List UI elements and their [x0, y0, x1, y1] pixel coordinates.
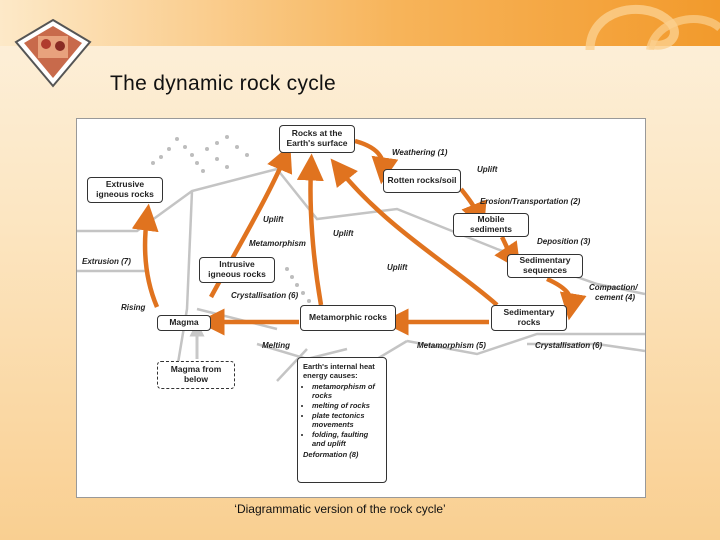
- rock-cycle-diagram: Rocks at the Earth's surface Rotten rock…: [76, 118, 646, 498]
- slide-title: The dynamic rock cycle: [110, 72, 337, 95]
- box-rocks-at-surface: Rocks at the Earth's surface: [279, 125, 355, 153]
- label-compaction: Compaction/: [589, 283, 638, 292]
- label-crystallisation-right: Crystallisation (6): [535, 341, 603, 350]
- label-erosion-transportation: Erosion/Transportation (2): [480, 197, 581, 206]
- label-rising: Rising: [121, 303, 146, 312]
- school-logo-icon: [14, 18, 92, 88]
- energy-item: metamorphism of rocks: [312, 382, 381, 400]
- box-magma: Magma: [157, 315, 211, 331]
- box-extrusive-igneous-rocks: Extrusive igneous rocks: [87, 177, 163, 203]
- energy-heading: Earth's internal heat energy causes:: [303, 362, 375, 380]
- energy-item: plate tectonics movements: [312, 411, 381, 429]
- label-uplift-middle: Uplift: [387, 263, 408, 272]
- label-crystallisation-left: Crystallisation (6): [231, 291, 299, 300]
- box-sedimentary-sequences: Sedimentary sequences: [507, 254, 583, 278]
- energy-item: folding, faulting and uplift: [312, 430, 381, 448]
- label-metamorphism: Metamorphism: [249, 239, 306, 248]
- box-metamorphic-rocks: Metamorphic rocks: [300, 305, 396, 331]
- energy-footer: Deformation (8): [303, 450, 359, 459]
- label-uplift-left: Uplift: [263, 215, 284, 224]
- box-magma-from-below: Magma from below: [157, 361, 235, 389]
- diagram-caption: ‘Diagrammatic version of the rock cycle’: [234, 502, 446, 516]
- label-metamorphism-5: Metamorphism (5): [417, 341, 486, 350]
- label-uplift-right: Uplift: [477, 165, 498, 174]
- box-intrusive-igneous-rocks: Intrusive igneous rocks: [199, 257, 275, 283]
- label-cement: cement (4): [595, 293, 636, 302]
- box-rotten-rocks-soil: Rotten rocks/soil: [383, 169, 461, 193]
- swirl-decoration-icon: [585, 4, 720, 50]
- label-deposition: Deposition (3): [537, 237, 591, 246]
- label-extrusion: Extrusion (7): [82, 257, 131, 266]
- volcano-plume: [151, 135, 317, 311]
- label-weathering: Weathering (1): [392, 148, 448, 157]
- box-mobile-sediments: Mobile sediments: [453, 213, 529, 237]
- label-melting: Melting: [262, 341, 290, 350]
- label-uplift-center: Uplift: [333, 229, 354, 238]
- energy-list: metamorphism of rocks melting of rocks p…: [303, 382, 381, 448]
- internal-heat-energy-box: Earth's internal heat energy causes: met…: [297, 357, 387, 483]
- energy-item: melting of rocks: [312, 401, 381, 410]
- box-sedimentary-rocks: Sedimentary rocks: [491, 305, 567, 331]
